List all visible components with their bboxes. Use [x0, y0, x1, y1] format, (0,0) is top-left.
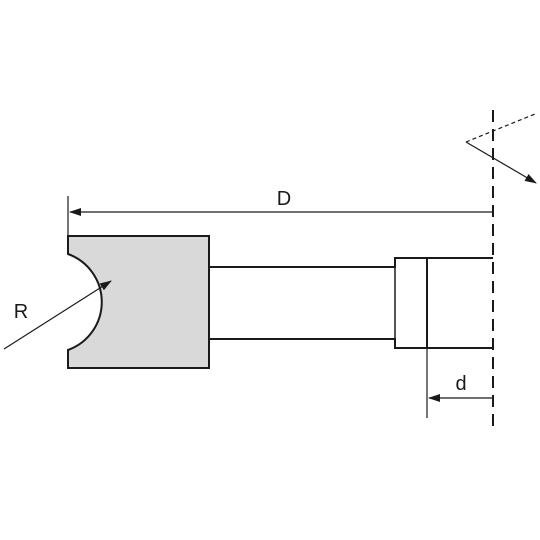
angle-indicator-arrow	[465, 141, 537, 184]
label-depth: d	[455, 373, 466, 395]
label-radius: R	[14, 301, 28, 323]
radius-arrow	[3, 280, 112, 350]
shank	[209, 257, 493, 349]
angle-indicator-dashed	[465, 113, 536, 143]
cutter-head	[67, 235, 210, 369]
label-diameter: D	[277, 188, 291, 210]
